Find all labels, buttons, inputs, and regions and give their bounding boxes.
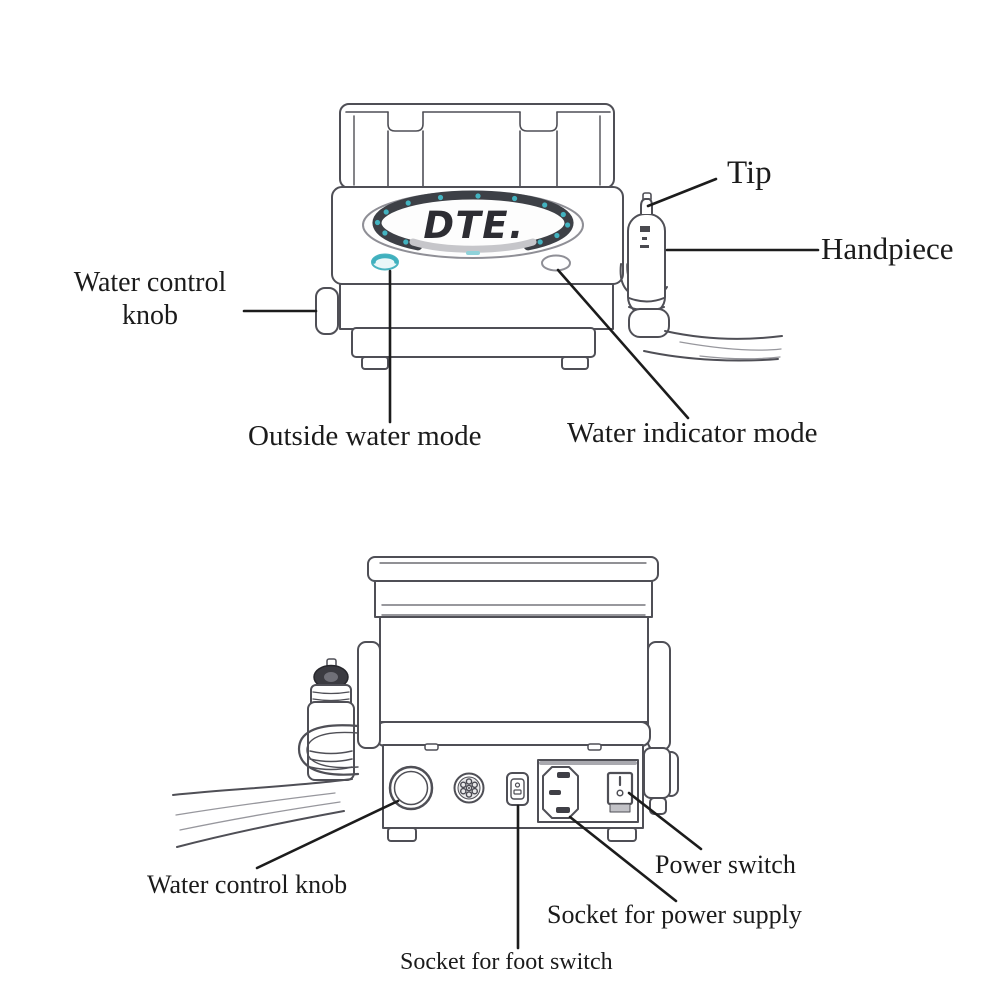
front-base: [339, 283, 614, 370]
water-control-knob-rear-leader-line: [255, 799, 400, 870]
rear-left-bracket: [357, 641, 381, 749]
rear-lid: [367, 556, 659, 582]
socket-power-supply-label: Socket for power supply: [547, 900, 802, 929]
handpiece-holder-clamp: [297, 724, 360, 776]
leader-lines: [242, 177, 820, 950]
handpiece-label: Handpiece: [821, 231, 954, 266]
display-lower-swoosh: [409, 238, 537, 253]
scaler-rear-view: [172, 556, 679, 848]
outside-water-mode-indicator: [371, 253, 399, 271]
foot-switch-socket: [506, 772, 529, 806]
rear-upper-section: [374, 580, 653, 618]
handpiece-cable-connector: [453, 772, 485, 804]
handpiece-cradle: [339, 103, 615, 189]
handpiece-cable-front: [643, 330, 783, 362]
display-arc-band: [372, 190, 574, 251]
handpiece-cable-rear: [172, 778, 353, 848]
power-supply-leader-line: [568, 815, 678, 903]
socket-foot-switch-label: Socket for foot switch: [400, 949, 613, 975]
water-indicator-mode-indicator: [541, 254, 571, 272]
power-switch: [606, 771, 634, 813]
handpiece-tip: [640, 192, 653, 215]
rear-right-bracket: [647, 641, 671, 751]
scaler-front-view: DTE.: [315, 103, 783, 370]
outside-water-mode-label: Outside water mode: [248, 420, 482, 452]
rear-handle-crossbar: [375, 721, 651, 747]
tip-label: Tip: [727, 155, 772, 191]
handpiece-rear: [172, 658, 360, 848]
rear-main-body: [379, 616, 649, 723]
display-power-ticks: [374, 193, 571, 245]
display-center-mark: [466, 251, 480, 255]
water-indicator-mode-leader-line: [556, 268, 690, 420]
water-control-knob-rear-label: Water control knob: [147, 870, 348, 899]
handpiece-front: [619, 192, 783, 362]
power-switch-label: Power switch: [655, 850, 796, 879]
water-control-knob-front: [315, 287, 339, 335]
tip-leader-line: [646, 177, 718, 208]
power-switch-leader-line: [627, 791, 703, 851]
water-control-knob-rear: [388, 765, 434, 811]
display-oval: DTE.: [362, 190, 584, 259]
rear-right-holder: [643, 747, 679, 815]
water-indicator-mode-label: Water indicator mode: [567, 417, 818, 449]
handpiece-markings: [640, 226, 650, 248]
water-control-knob-front-label: Water control knob: [73, 267, 227, 331]
brand-logo: DTE.: [423, 204, 524, 247]
